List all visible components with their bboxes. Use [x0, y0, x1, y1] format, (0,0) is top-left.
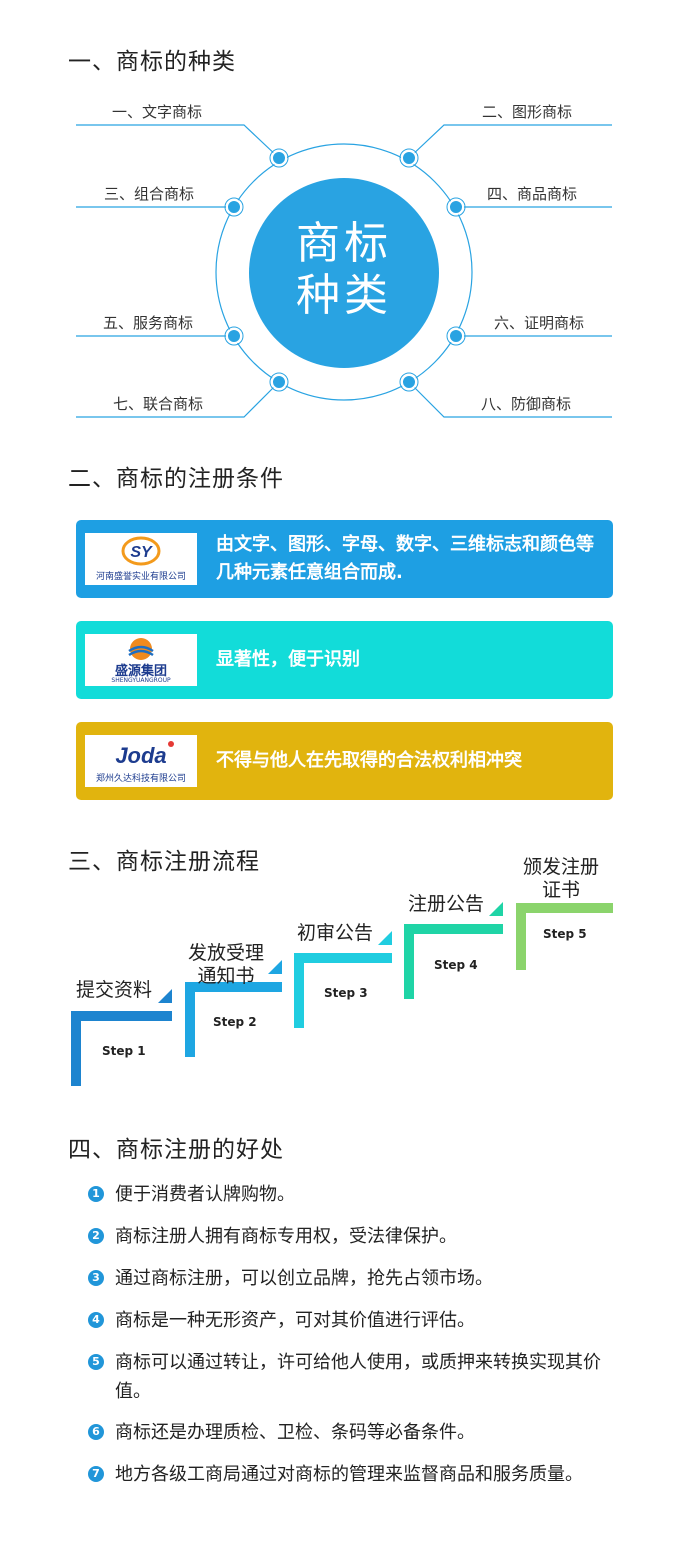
node-dot [226, 328, 242, 344]
node-dot [271, 374, 287, 390]
step-bracket-1 [71, 1011, 172, 1086]
node-dot [226, 199, 242, 215]
logo-caption: 河南盛誉实业有限公司 [95, 572, 186, 582]
node-dot [401, 150, 417, 166]
benefit-item-7: 7 地方各级工商局通过对商标的管理来监督商品和服务质量。 [88, 1460, 608, 1489]
number-badge-icon: 1 [88, 1186, 104, 1202]
section-title-process: 三、商标注册流程 [68, 849, 260, 875]
benefit-item-5: 5 商标可以通过转让，许可给他人使用，或质押来转换实现其价值。 [88, 1348, 608, 1406]
number-badge-icon: 6 [88, 1424, 104, 1440]
type-label-service: 五、服务商标 [103, 314, 194, 332]
type-label-defensive: 八、防御商标 [481, 395, 572, 413]
step-arrow-3 [378, 931, 392, 945]
step-arrow-2 [268, 960, 282, 974]
logo-caption: SHENGYUANGROUP [111, 677, 171, 684]
type-label-certification: 六、证明商标 [494, 314, 585, 332]
step-label-4: 注册公告 [408, 893, 485, 915]
benefit-text: 地方各级工商局通过对商标的管理来监督商品和服务质量。 [115, 1464, 583, 1485]
step-bracket-4 [404, 924, 503, 999]
connector-line [408, 381, 612, 418]
condition-text: 由文字、图形、字母、数字、三维标志和颜色等几种元素任意组合而成. [216, 534, 594, 583]
logo-caption: 郑州久达科技有限公司 [95, 774, 186, 784]
section-title-conditions: 二、商标的注册条件 [68, 466, 284, 492]
shengyuan-logo-icon: 盛源集团 [115, 638, 167, 679]
benefit-text: 商标是一种无形资产，可对其价值进行评估。 [115, 1310, 475, 1331]
number-badge-icon: 5 [88, 1354, 104, 1370]
step-number-1: Step 1 [102, 1044, 146, 1058]
step-arrow-1 [158, 989, 172, 1003]
step-bracket-3 [294, 953, 392, 1028]
company-logo: Joda 郑州久达科技有限公司 [85, 735, 197, 787]
step-number-5: Step 5 [543, 927, 587, 941]
type-label-text: 一、文字商标 [112, 103, 203, 121]
benefit-text: 便于消费者认牌购物。 [115, 1184, 295, 1205]
svg-text:Joda: Joda [115, 743, 166, 768]
benefit-item-4: 4 商标是一种无形资产，可对其价值进行评估。 [88, 1306, 628, 1335]
connector-line [76, 381, 280, 418]
connector-line [408, 124, 612, 159]
step-bracket-2 [185, 982, 282, 1057]
hub-text-line1: 商标 [296, 218, 392, 269]
type-label-combined: 三、组合商标 [104, 185, 195, 203]
step-label-3: 初审公告 [297, 922, 374, 944]
type-label-goods: 四、商品商标 [487, 185, 578, 203]
type-label-graphic: 二、图形商标 [482, 103, 573, 121]
types-diagram [76, 124, 612, 418]
condition-card-1: SY 河南盛誉实业有限公司 由文字、图形、字母、数字、三维标志和颜色等几种元素任… [76, 520, 613, 598]
benefit-item-3: 3 通过商标注册，可以创立品牌，抢先占领市场。 [88, 1264, 628, 1293]
node-dot [448, 328, 464, 344]
step-label-1: 提交资料 [76, 979, 153, 1001]
svg-text:盛源集团: 盛源集团 [115, 663, 167, 679]
node-dot [271, 150, 287, 166]
number-badge-icon: 2 [88, 1228, 104, 1244]
number-badge-icon: 3 [88, 1270, 104, 1286]
connector-line [76, 124, 280, 159]
number-badge-icon: 4 [88, 1312, 104, 1328]
condition-text: 显著性，便于识别 [216, 649, 360, 670]
step-label-5: 颁发注册 证书 [523, 856, 600, 901]
step-bracket-5 [516, 903, 613, 970]
benefit-text: 商标注册人拥有商标专用权，受法律保护。 [115, 1226, 457, 1247]
condition-text: 不得与他人在先取得的合法权利相冲突 [216, 750, 522, 771]
svg-text:SY: SY [130, 544, 153, 561]
condition-card-3: Joda 郑州久达科技有限公司 不得与他人在先取得的合法权利相冲突 [76, 722, 613, 800]
step-arrow-4 [489, 902, 503, 916]
joda-logo-icon: Joda [115, 741, 174, 768]
section-title-types: 一、商标的种类 [68, 49, 236, 75]
condition-card-2: 盛源集团 SHENGYUANGROUP 显著性，便于识别 [76, 621, 613, 699]
types-hub-circle: 商标 种类 [249, 178, 439, 368]
type-label-associated: 七、联合商标 [113, 395, 204, 413]
process-staircase [71, 902, 613, 1086]
benefit-text: 商标还是办理质检、卫检、条码等必备条件。 [115, 1422, 475, 1443]
step-label-2: 发放受理 通知书 [188, 942, 265, 987]
sy-logo-icon: SY [121, 536, 161, 566]
benefit-item-2: 2 商标注册人拥有商标专用权，受法律保护。 [88, 1222, 628, 1251]
benefit-item-6: 6 商标还是办理质检、卫检、条码等必备条件。 [88, 1418, 628, 1447]
node-dot [448, 199, 464, 215]
section-title-benefits: 四、商标注册的好处 [68, 1137, 284, 1163]
number-badge-icon: 7 [88, 1466, 104, 1482]
company-logo: 盛源集团 SHENGYUANGROUP [85, 634, 197, 686]
benefit-text: 通过商标注册，可以创立品牌，抢先占领市场。 [115, 1268, 493, 1289]
hub-text-line2: 种类 [296, 270, 392, 321]
step-number-4: Step 4 [434, 958, 478, 972]
step-number-3: Step 3 [324, 986, 368, 1000]
node-dot [401, 374, 417, 390]
benefit-item-1: 1 便于消费者认牌购物。 [88, 1180, 628, 1209]
benefit-text: 商标可以通过转让，许可给他人使用，或质押来转换实现其价值。 [115, 1352, 601, 1402]
step-number-2: Step 2 [213, 1015, 257, 1029]
company-logo: SY 河南盛誉实业有限公司 [85, 533, 197, 585]
